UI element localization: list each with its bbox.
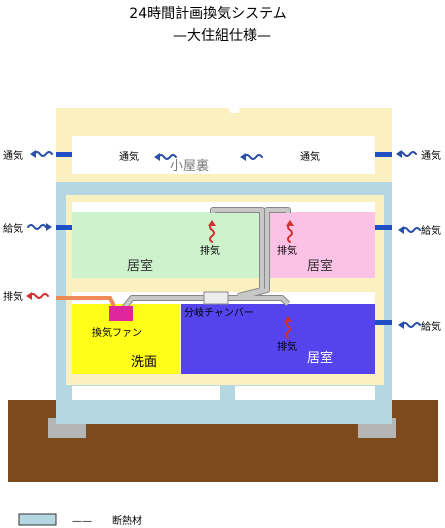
room1-exhaust-arrowhead: [208, 220, 216, 226]
room3: [181, 304, 375, 374]
vent-left-arrow: [33, 151, 53, 157]
label-supply-right-upper: 給気: [421, 224, 441, 237]
label-attic-vent-right: 通気: [300, 150, 320, 163]
outside-arrows: [26, 150, 421, 329]
room1-exhaust-arrow: [209, 223, 215, 243]
supply-right-upper-arrowhead: [398, 226, 404, 234]
legend-insulation-label: 断熱材: [112, 514, 142, 527]
supply-right-upper-arrow: [401, 227, 421, 233]
legend-insulation-swatch: [18, 513, 57, 526]
attic-inner-arrowhead-right: [240, 153, 246, 161]
exhaust-left-arrow: [29, 293, 49, 299]
port-room1-left: [56, 225, 72, 230]
port-attic-left: [56, 152, 72, 157]
supply-left-arrow: [27, 224, 47, 230]
legend-dash: ——: [72, 516, 92, 527]
label-room1: 居室: [127, 258, 153, 274]
label-washroom: 洗面: [131, 355, 157, 370]
duct-room2-to-chamber-inner: [237, 208, 290, 300]
label-attic: 小屋裏: [170, 159, 209, 174]
room2-exhaust-arrowhead: [286, 220, 294, 226]
attic-inner-arrow-left: [157, 154, 177, 160]
label-room3: 居室: [307, 350, 333, 366]
supply-right-lower-arrowhead: [398, 321, 404, 329]
label-room3-exhaust: 排気: [277, 340, 297, 353]
room2: [267, 212, 375, 278]
crawlspace-opening-right: [235, 386, 375, 400]
room1: [72, 212, 262, 278]
port-room3-right: [375, 320, 392, 325]
exhaust-fan-box: [109, 306, 133, 321]
duct-chamber-to-fan-inner: [122, 296, 206, 310]
room2-exhaust-arrow: [287, 223, 293, 243]
outdoor-exhaust-duct: [56, 296, 116, 307]
duct-room3-to-chamber-inner: [228, 296, 290, 306]
port-attic-right: [375, 152, 392, 157]
label-branch-chamber: 分岐チャンバー: [184, 306, 254, 319]
room3-exhaust-arrowhead: [284, 316, 292, 322]
label-vent-left: 通気: [3, 149, 23, 162]
label-room1-exhaust: 排気: [200, 244, 220, 257]
port-room2-right: [375, 225, 392, 230]
label-supply-right-lower: 給気: [421, 320, 441, 333]
supply-left-arrowhead: [46, 223, 52, 231]
attic-space: [72, 136, 375, 174]
diagram-title-line2: —大住組仕様—: [173, 28, 271, 44]
label-room2-exhaust: 排気: [277, 244, 297, 257]
label-washroom-fan: 換気ファン: [92, 326, 142, 339]
supply-right-lower-arrow: [401, 322, 421, 328]
label-supply-left: 給気: [3, 222, 23, 235]
attic-inner-arrowhead-left: [154, 153, 160, 161]
crawlspace-opening-left: [72, 386, 220, 400]
attic-inner-arrow-right: [243, 154, 263, 160]
exhaust-ducts: [121, 207, 291, 310]
diagram-title-line1: 24時間計画換気システム: [129, 6, 286, 22]
label-vent-right: 通気: [421, 149, 441, 162]
label-exhaust-left: 排気: [3, 290, 23, 303]
exhaust-left-arrowhead: [26, 292, 32, 300]
room-exhaust-arrows: [208, 220, 294, 339]
vent-right-arrowhead: [396, 150, 402, 158]
branch-chamber-box: [203, 291, 229, 305]
label-attic-vent-left: 通気: [119, 150, 139, 163]
vent-left-arrowhead: [30, 150, 36, 158]
label-room2: 居室: [307, 258, 333, 274]
room3-exhaust-arrow: [285, 319, 291, 339]
